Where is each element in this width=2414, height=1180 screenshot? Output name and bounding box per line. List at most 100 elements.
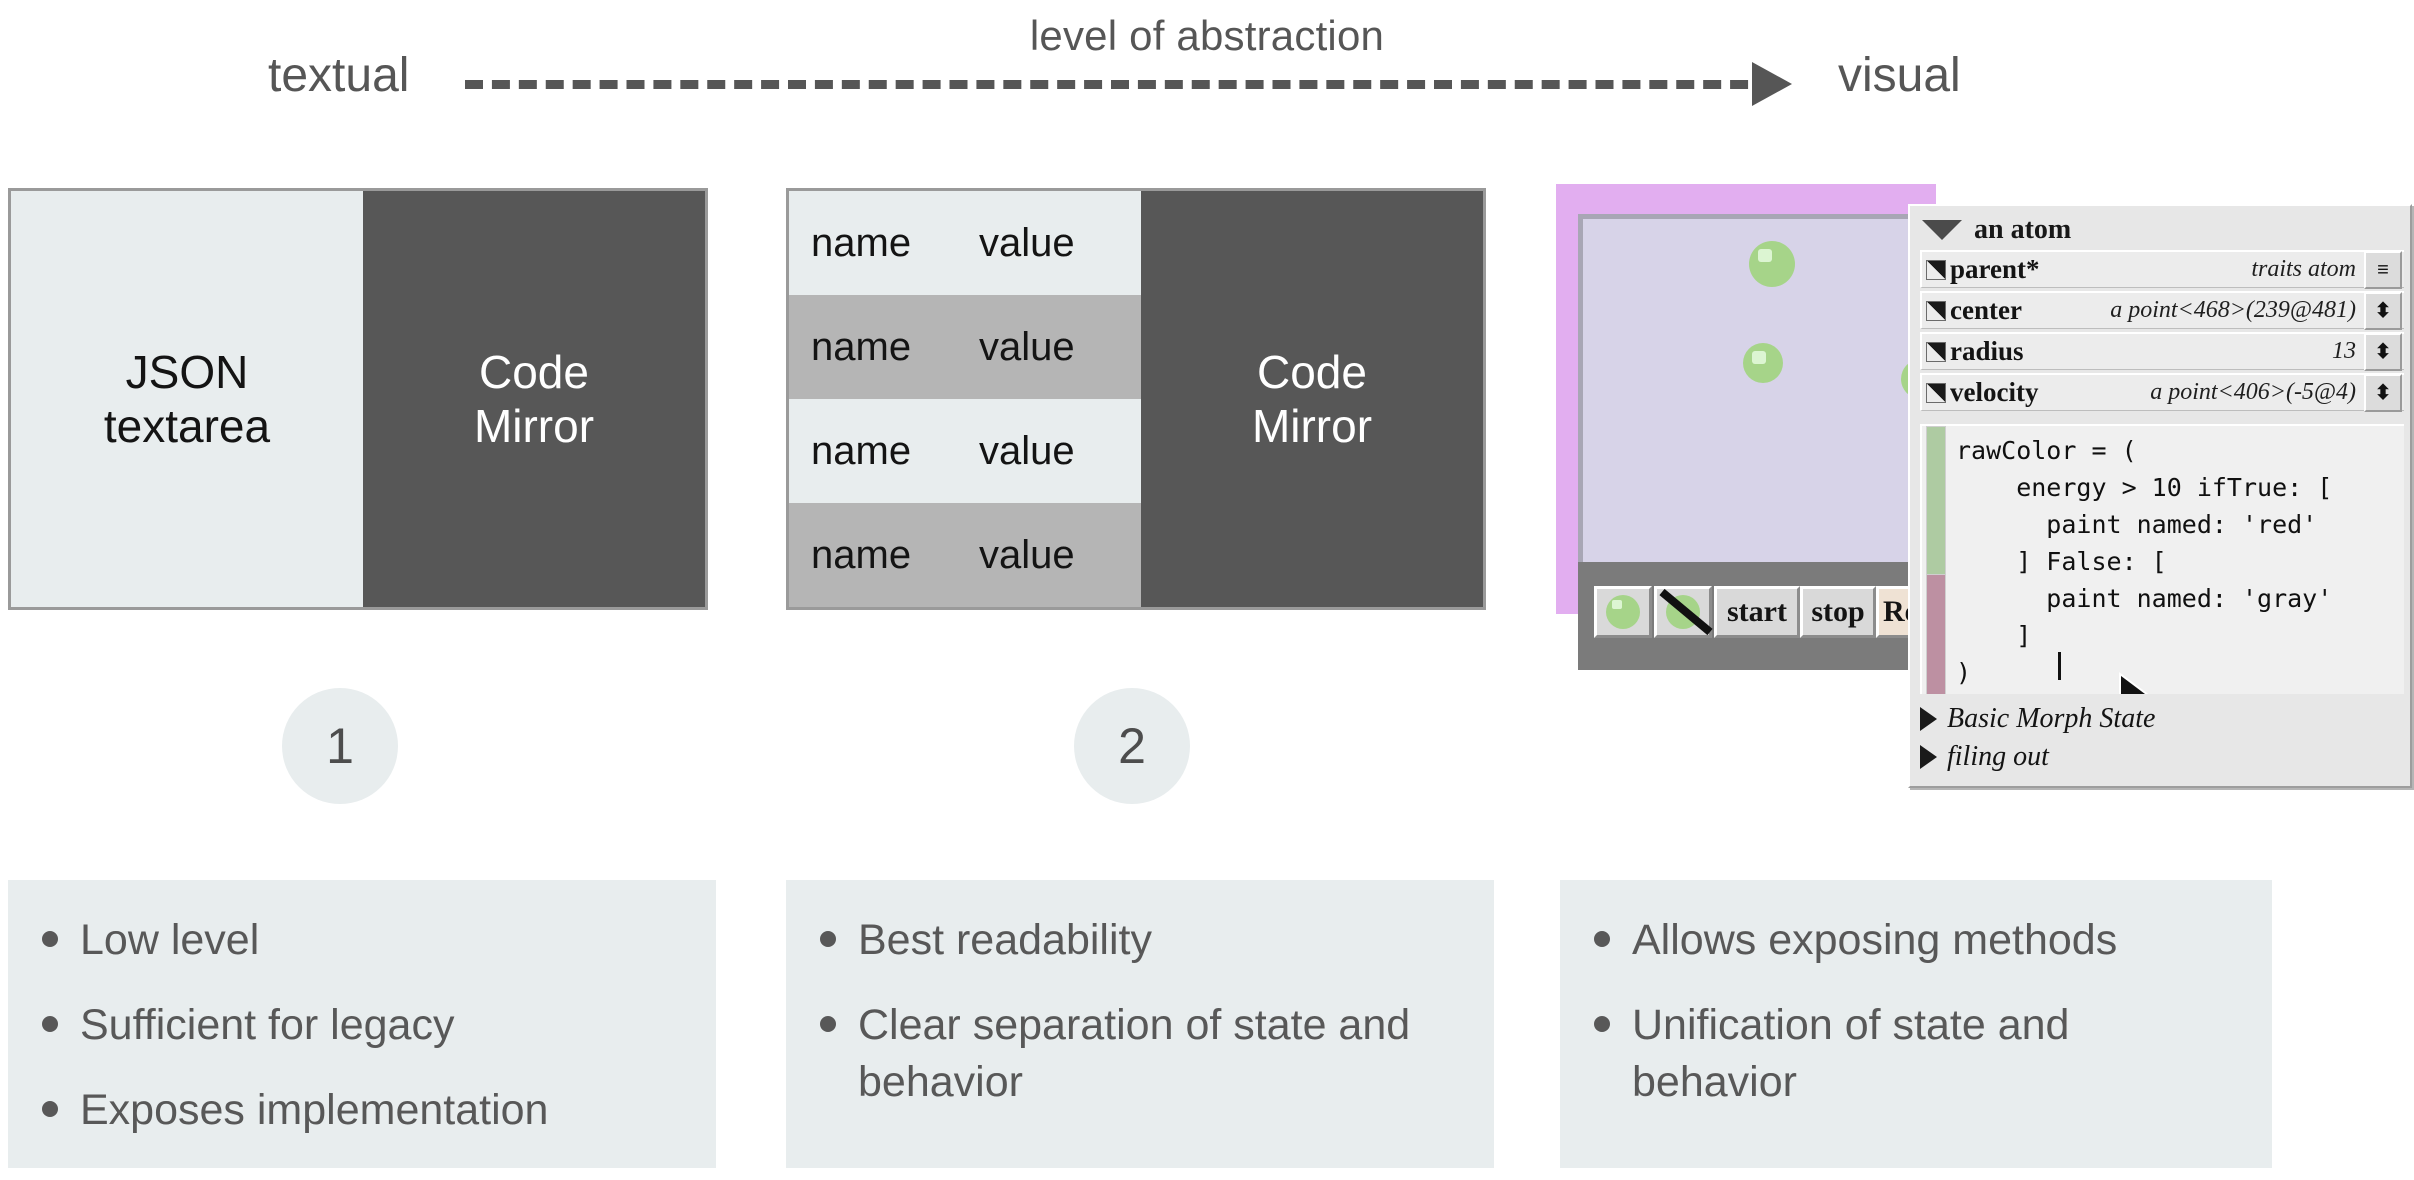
table-row[interactable]: name value bbox=[789, 191, 1141, 295]
squeak-toolbar: start stop Resi bbox=[1578, 562, 1966, 670]
pin-icon[interactable] bbox=[1926, 300, 1946, 321]
list-item-text: Allows exposing methods bbox=[1632, 916, 2118, 964]
list-item: Clear separation of state and behavior bbox=[820, 997, 1460, 1111]
inspector-title: an atom bbox=[1974, 214, 2072, 245]
code-gutter bbox=[1922, 426, 1946, 694]
code-mirror-label-1-line1: Code bbox=[479, 345, 589, 398]
json-textarea-label-line1: JSON bbox=[125, 345, 249, 398]
list-item-text: Clear separation of state and behavior bbox=[858, 1000, 1411, 1106]
squeak-morphic-screenshot: start stop Resi bbox=[1556, 184, 1966, 670]
list-item-text: Best readability bbox=[858, 916, 1152, 964]
field-value: a point<406>(-5@4) bbox=[2150, 379, 2356, 405]
table-row[interactable]: name value bbox=[789, 503, 1141, 607]
tree-item-basic-morph-state[interactable]: Basic Morph State bbox=[1920, 700, 2404, 738]
list-item-text: Unification of state and behavior bbox=[1632, 1000, 2070, 1106]
notes-box-1: Low level Sufficient for legacy Exposes … bbox=[8, 880, 716, 1168]
inspector-field-center[interactable]: center a point<468>(239@481) ⬍ bbox=[1920, 291, 2404, 330]
json-textarea-label-line2: textarea bbox=[103, 400, 271, 452]
bullet-icon bbox=[42, 1015, 58, 1032]
field-name: velocity bbox=[1950, 377, 2039, 407]
inspector-field-list: parent* traits atom ≡ center a point<468… bbox=[1920, 250, 2404, 414]
list-item-text: Exposes implementation bbox=[80, 1085, 549, 1134]
code-mirror-label-2: Code Mirror bbox=[1252, 345, 1372, 454]
menu-handle-icon[interactable]: ≡ bbox=[2364, 250, 2402, 289]
notes-box-3: Allows exposing methods Unification of s… bbox=[1560, 880, 2272, 1168]
table-row[interactable]: name value bbox=[789, 399, 1141, 503]
field-value: 13 bbox=[2332, 338, 2356, 364]
tree-item-label: Basic Morph State bbox=[1947, 703, 2156, 734]
bullet-icon bbox=[1594, 1015, 1610, 1032]
axis-label-visual: visual bbox=[1838, 49, 1961, 102]
bullet-icon bbox=[1594, 931, 1610, 947]
table-cell-name: name bbox=[811, 428, 912, 473]
tree-item-filing-out[interactable]: filing out bbox=[1920, 738, 2404, 776]
inspector-field-velocity[interactable]: velocity a point<406>(-5@4) ⬍ bbox=[1920, 373, 2404, 412]
atom-inspector-window[interactable]: an atom parent* traits atom ≡ center a p… bbox=[1908, 204, 2412, 788]
gutter-cancel-bar[interactable] bbox=[1926, 574, 1946, 694]
stop-button[interactable]: stop bbox=[1800, 586, 1876, 638]
ball-shape bbox=[1606, 595, 1640, 629]
code-source[interactable]: rawColor = ( energy > 10 ifTrue: [ paint… bbox=[1956, 436, 2333, 687]
table-cell-name: name bbox=[811, 324, 912, 369]
green-ball-icon[interactable] bbox=[1594, 586, 1652, 638]
inspector-title-bar[interactable]: an atom bbox=[1910, 210, 2410, 250]
field-value: a point<468>(239@481) bbox=[2110, 297, 2356, 323]
stepper-icon[interactable]: ⬍ bbox=[2364, 332, 2402, 371]
inspector-field-radius[interactable]: radius 13 ⬍ bbox=[1920, 332, 2404, 371]
bullet-icon bbox=[42, 931, 58, 947]
triangle-right-icon[interactable] bbox=[1920, 745, 1937, 769]
json-textarea-label: JSON textarea bbox=[104, 345, 270, 454]
table-cell-value: value bbox=[979, 532, 1075, 577]
bullet-icon bbox=[42, 1100, 58, 1117]
inspector-code-editor[interactable]: rawColor = ( energy > 10 ifTrue: [ paint… bbox=[1920, 424, 2404, 694]
field-name: parent* bbox=[1950, 254, 2040, 284]
inspector-field-parent[interactable]: parent* traits atom ≡ bbox=[1920, 250, 2404, 289]
table-cell-name: name bbox=[811, 532, 912, 577]
list-item: Exposes implementation bbox=[42, 1082, 682, 1139]
squeak-world-canvas[interactable] bbox=[1578, 214, 1930, 562]
pin-icon[interactable] bbox=[1926, 382, 1946, 403]
triangle-right-icon[interactable] bbox=[1920, 707, 1937, 731]
bullet-icon bbox=[820, 931, 836, 947]
table-cell-value: value bbox=[979, 428, 1075, 473]
atom-glint bbox=[1758, 249, 1772, 262]
text-caret bbox=[2058, 652, 2061, 680]
mockup-panel-1[interactable]: JSON textarea Code Mirror bbox=[8, 188, 708, 610]
code-mirror-label-1-line2: Mirror bbox=[473, 400, 595, 452]
field-name: center bbox=[1950, 295, 2022, 325]
code-mirror-pane-2[interactable]: Code Mirror bbox=[1141, 191, 1483, 607]
json-textarea-pane[interactable]: JSON textarea bbox=[11, 191, 363, 607]
triangle-menu-icon[interactable] bbox=[1922, 220, 1962, 240]
table-cell-name: name bbox=[811, 220, 912, 265]
list-item: Low level bbox=[42, 912, 682, 969]
pin-icon[interactable] bbox=[1926, 341, 1946, 362]
ball-shape bbox=[1666, 595, 1700, 629]
axis-label-textual: textual bbox=[268, 49, 410, 102]
list-item: Sufficient for legacy bbox=[42, 997, 682, 1054]
stepper-icon[interactable]: ⬍ bbox=[2364, 373, 2402, 412]
list-item-text: Sufficient for legacy bbox=[80, 1000, 455, 1049]
code-mirror-pane-1[interactable]: Code Mirror bbox=[363, 191, 705, 607]
list-item: Unification of state and behavior bbox=[1594, 997, 2238, 1111]
table-cell-value: value bbox=[979, 220, 1075, 265]
step-badge-2: 2 bbox=[1074, 688, 1190, 804]
axis-dashed-line bbox=[465, 80, 1775, 89]
mockup-panel-2[interactable]: name value name value name value name va… bbox=[786, 188, 1486, 610]
ball-glint bbox=[1612, 600, 1622, 609]
axis-title: level of abstraction bbox=[1029, 12, 1385, 59]
pin-icon[interactable] bbox=[1926, 259, 1946, 280]
list-item: Allows exposing methods bbox=[1594, 912, 2238, 969]
field-name: radius bbox=[1950, 336, 2024, 366]
name-value-table[interactable]: name value name value name value name va… bbox=[789, 191, 1141, 607]
start-button[interactable]: start bbox=[1714, 586, 1800, 638]
code-mirror-label-1: Code Mirror bbox=[474, 345, 594, 454]
gutter-accept-bar[interactable] bbox=[1926, 426, 1946, 576]
table-row[interactable]: name value bbox=[789, 295, 1141, 399]
tree-item-label: filing out bbox=[1947, 741, 2049, 772]
mouse-pointer-icon bbox=[2119, 672, 2149, 694]
stepper-icon[interactable]: ⬍ bbox=[2364, 291, 2402, 330]
atom-morph[interactable] bbox=[1743, 343, 1783, 383]
green-ball-slashed-icon[interactable] bbox=[1654, 586, 1712, 638]
atom-morph[interactable] bbox=[1749, 241, 1795, 287]
